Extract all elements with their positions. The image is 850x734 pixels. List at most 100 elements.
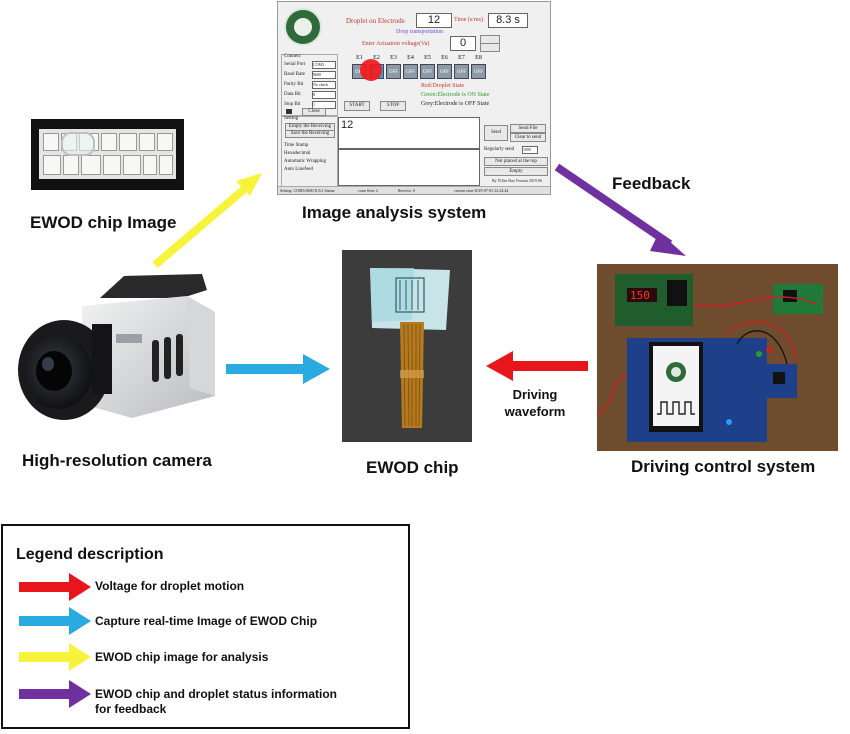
status-light-icon xyxy=(286,109,292,114)
svg-text:150: 150 xyxy=(630,289,650,302)
driving-label-line2: waveform xyxy=(504,404,566,419)
data-bit-select[interactable]: 8 xyxy=(312,91,336,99)
driving-control-board-photo: 150 xyxy=(597,264,838,451)
author-version: By YiXin Bao Version 2019.06 xyxy=(492,178,542,183)
electrode-label-e6: E6 xyxy=(441,55,448,61)
electrode-label-e4: E4 xyxy=(407,55,414,61)
yellow-arrow-line xyxy=(152,182,251,269)
yellow-arrow-head xyxy=(236,173,262,196)
ewod-chip-image xyxy=(31,119,184,190)
legend-box: Legend description Voltage for droplet m… xyxy=(1,524,410,729)
status-time: current time 2019-07-05 22:24:44 xyxy=(454,188,509,193)
parity-bit-label: Parity Bit xyxy=(284,82,304,87)
status-receive: Receive: 0 xyxy=(398,188,415,193)
legend-item-feedback: EWOD chip and droplet status information… xyxy=(95,687,338,716)
save-receiving-button[interactable]: Save the Receiving xyxy=(285,130,335,138)
droplet-on-electrode-label: Droplet on Electrode xyxy=(346,17,405,25)
setting-panel: Setting Empty the Receiving Save the Rec… xyxy=(281,116,338,188)
electrode-label-e2: E2 xyxy=(373,55,380,61)
not-placed-top-button[interactable]: Not placed at the top xyxy=(484,157,548,166)
connect-panel: Connect Serial Port COM3 Baud Rate 9600 … xyxy=(281,54,338,116)
legend-blue-arrow xyxy=(19,607,91,635)
droplet-marker xyxy=(360,59,382,81)
legend-red-arrow xyxy=(19,573,91,601)
voltage-input[interactable]: 0 xyxy=(450,36,476,51)
setting-label: Setting xyxy=(284,116,299,121)
university-logo xyxy=(284,8,322,46)
electrode-e4[interactable]: OFF xyxy=(403,64,418,79)
start-button[interactable]: START xyxy=(344,101,370,111)
send-file-button[interactable]: Send File xyxy=(510,124,546,133)
close-port-button[interactable]: Close xyxy=(302,108,326,116)
electrode-label-e5: E5 xyxy=(424,55,431,61)
image-analysis-label: Image analysis system xyxy=(302,203,487,222)
automatic-wrapping-checkbox[interactable]: Automatic Wrapping xyxy=(284,159,327,164)
legend-green-state: Green:Electrode is ON State xyxy=(421,92,490,98)
time-stamp-checkbox[interactable]: Time Stamp xyxy=(284,143,309,148)
legend-grey-state: Grey:Electrode is OFF State xyxy=(421,101,490,107)
drop-transportation-label: Drop transportation xyxy=(396,29,444,35)
clear-to-send-button[interactable]: Clear to send xyxy=(510,133,546,142)
voltage-down-button[interactable] xyxy=(480,43,500,52)
electrode-e6[interactable]: OFF xyxy=(437,64,452,79)
status-bar: Setting: COM3,9600,N,8,1 Status: conn Se… xyxy=(278,186,550,194)
receive-textarea[interactable]: 12 xyxy=(338,117,480,149)
empty-button[interactable]: Empty xyxy=(484,167,548,176)
electrode-label-e3: E3 xyxy=(390,55,397,61)
send-textarea[interactable] xyxy=(338,149,480,186)
electrode-array-strip xyxy=(39,129,176,179)
legend-item-capture: Capture real-time Image of EWOD Chip xyxy=(95,614,318,628)
electrode-e7[interactable]: OFF xyxy=(454,64,469,79)
parity-bit-select[interactable]: No check xyxy=(312,81,336,89)
serial-port-select[interactable]: COM3 xyxy=(312,61,336,69)
blue-arrow-head xyxy=(303,354,330,384)
electrode-label-e8: E8 xyxy=(475,55,482,61)
stop-bit-label: Stop Bit xyxy=(284,102,301,107)
logo-center-icon xyxy=(294,18,312,36)
feedback-label: Feedback xyxy=(612,174,691,193)
connect-label: Connect xyxy=(284,54,301,59)
camera-label: High-resolution camera xyxy=(22,451,212,470)
electrode-e8[interactable]: OFF xyxy=(471,64,486,79)
electrode-label-e7: E7 xyxy=(458,55,465,61)
driving-label-line1: Driving xyxy=(512,387,558,402)
droplet-electrode-value: 12 xyxy=(416,13,452,28)
baud-rate-label: Baud Rate xyxy=(284,72,305,77)
baud-rate-select[interactable]: 9600 xyxy=(312,71,336,79)
electrode-e3[interactable]: OFF xyxy=(386,64,401,79)
high-resolution-camera-image xyxy=(12,268,219,426)
regularly-send-interval[interactable]: 1000 xyxy=(522,146,538,154)
voltage-label: Enter Actuation voltage(Va) xyxy=(362,41,430,47)
serial-port-label: Serial Port xyxy=(284,62,306,67)
driving-waveform-label: Driving waveform xyxy=(497,386,573,420)
purple-arrow-line xyxy=(554,163,673,248)
data-bit-label: Data Bit xyxy=(284,92,301,97)
receive-text: 12 xyxy=(341,119,354,131)
legend-item-analysis: EWOD chip image for analysis xyxy=(95,650,269,664)
auto-linefeed-checkbox[interactable]: Auto Linefeed xyxy=(284,167,314,172)
legend-title: Legend description xyxy=(16,546,164,563)
hexadecimal-checkbox[interactable]: Hexadecimal xyxy=(284,151,311,156)
electrode-label-e1: E1 xyxy=(356,55,363,61)
droplet-icon xyxy=(61,132,95,156)
ewod-chip-photo xyxy=(342,250,472,442)
send-button[interactable]: Send xyxy=(484,125,508,141)
legend-item-voltage: Voltage for droplet motion xyxy=(95,579,245,593)
legend-yellow-arrow xyxy=(19,643,91,671)
red-arrow-head xyxy=(486,351,513,381)
status-setting: Setting: COM3,9600,N,8,1 Status: xyxy=(280,188,336,193)
driving-control-system-label: Driving control system xyxy=(631,457,816,476)
purple-arrow-head xyxy=(650,232,686,256)
electrode-e5[interactable]: OFF xyxy=(420,64,435,79)
image-analysis-software-window: Droplet on Electrode 12 Time (s/ms) 8.3 … xyxy=(277,1,551,195)
status-connection: conn Sent: 2 xyxy=(358,188,378,193)
regularly-send-checkbox[interactable]: Regularly send xyxy=(484,147,515,152)
stop-button[interactable]: STOP xyxy=(380,101,406,111)
time-label: Time (s/ms) xyxy=(454,17,483,23)
legend-purple-arrow xyxy=(19,680,91,708)
legend-arrows xyxy=(19,573,91,708)
time-value: 8.3 s xyxy=(488,13,528,28)
legend-red-state: Red:Droplet State xyxy=(421,83,465,89)
ewod-chip-label: EWOD chip xyxy=(366,458,459,477)
